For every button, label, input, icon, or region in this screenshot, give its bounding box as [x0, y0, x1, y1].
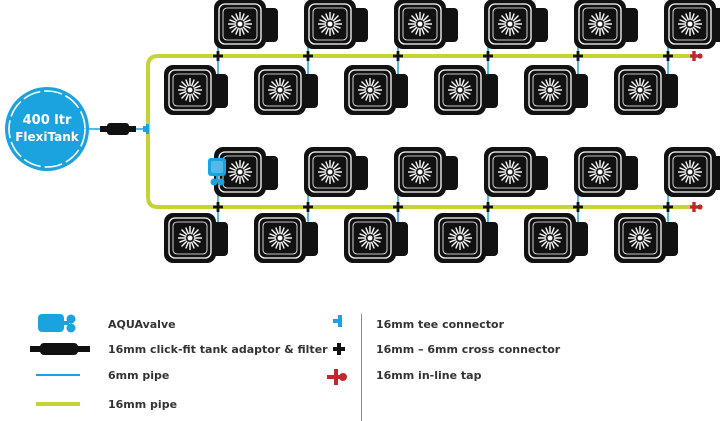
legend-pipe16-label: 16mm pipe [108, 398, 178, 411]
cross-connector-icon [303, 202, 313, 212]
pot-row-top-front [163, 64, 679, 116]
cross-connector-icon [393, 202, 403, 212]
tank-adaptor-icon [30, 343, 90, 355]
pot-row-bottom-back [213, 146, 720, 198]
cross-connector-icon [303, 51, 313, 61]
legend-tee-label: 16mm tee connector [376, 318, 505, 331]
pipe-6mm-icon [36, 374, 80, 376]
aquavalve-icon [38, 314, 76, 333]
pot-row-bottom-front [163, 212, 679, 264]
flexitank: 400 ltr FlexiTank [5, 87, 89, 171]
inline-tap-icon [327, 369, 347, 385]
cross-connector-icon [213, 51, 223, 61]
cross-connector-icon [663, 51, 673, 61]
pot-row-top-back [213, 0, 720, 50]
cross-connector-icon [573, 202, 583, 212]
pipe-16mm-icon [36, 402, 80, 406]
inline-tap-icon [690, 51, 703, 61]
legend-cross-label: 16mm – 6mm cross connector [376, 343, 561, 356]
cross-connector-icon [483, 51, 493, 61]
cross-connector-icon [483, 202, 493, 212]
cross-connector-icon [333, 343, 345, 355]
tank-label-line2: FlexiTank [15, 130, 80, 144]
cross-connector-icon [213, 202, 223, 212]
tee-connector-icon [333, 315, 342, 327]
cross-connector-icon [663, 202, 673, 212]
legend-adaptor-label: 16mm click-fit tank adaptor & filter [108, 343, 328, 356]
tee-connector-icon [143, 124, 149, 134]
cross-connector-icon [573, 51, 583, 61]
aquavalve-icon [208, 158, 226, 186]
tank-adaptor-icon [100, 123, 136, 135]
tank-label-line1: 400 ltr [23, 113, 72, 128]
legend-pipe6-label: 6mm pipe [108, 369, 170, 382]
legend-aquavalve-label: AQUAvalve [108, 318, 176, 331]
legend-tap-label: 16mm in-line tap [376, 369, 482, 382]
legend-divider [361, 314, 362, 421]
cross-connector-icon [393, 51, 403, 61]
inline-tap-icon [690, 202, 703, 212]
